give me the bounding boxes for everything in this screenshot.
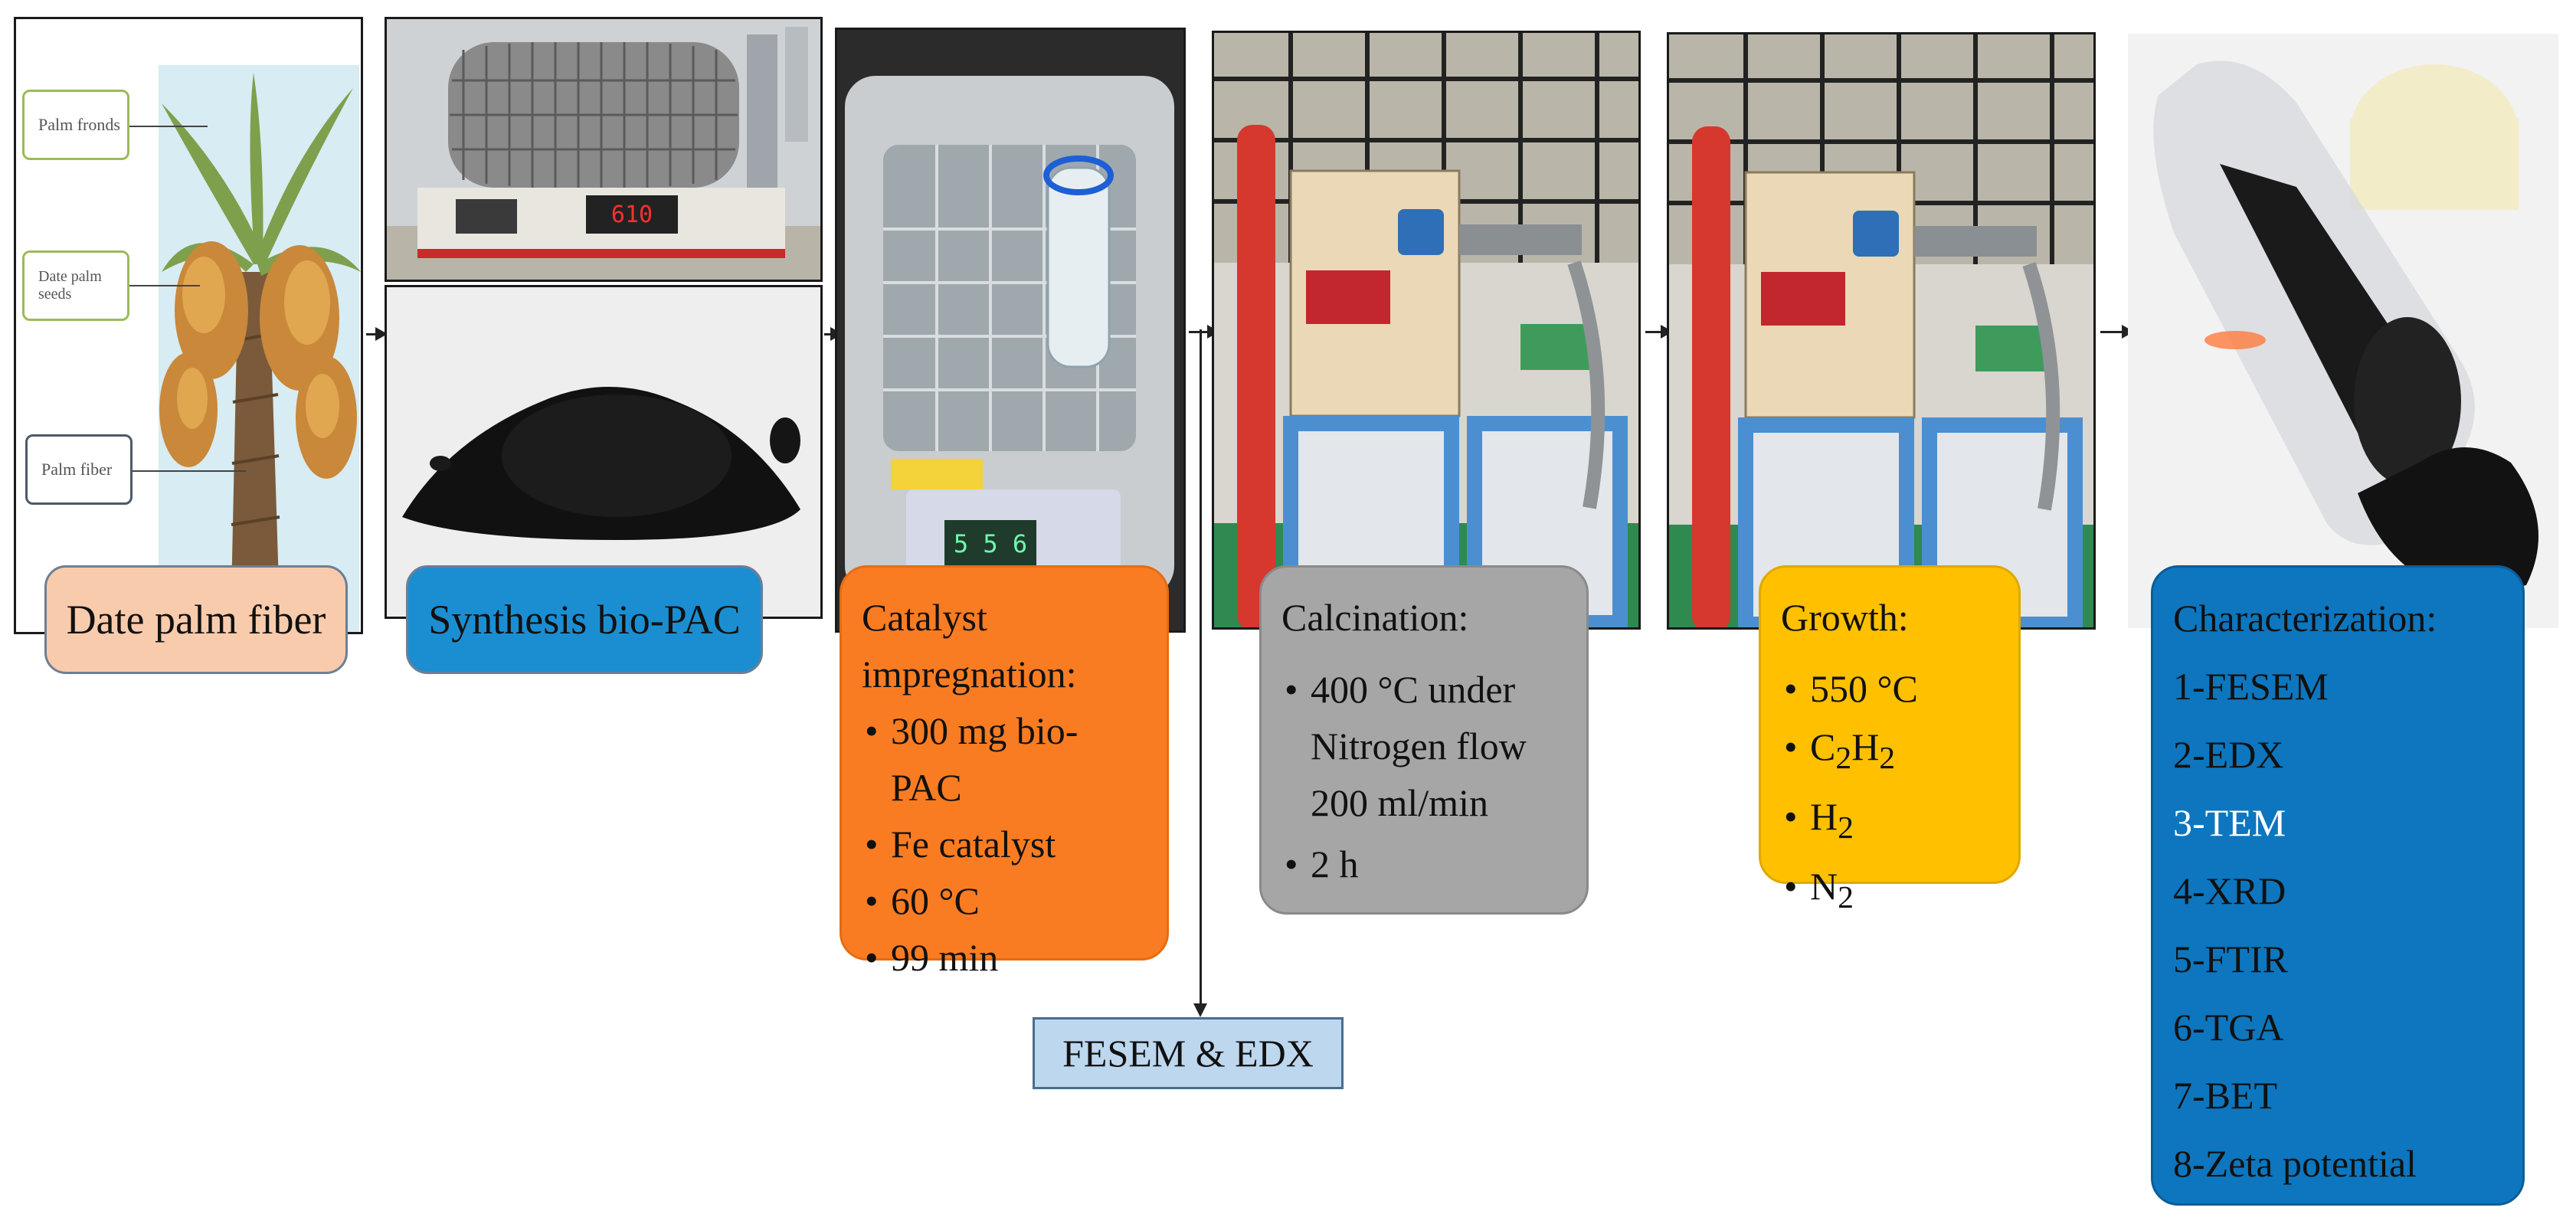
formula-subscript: 2 [1838, 810, 1854, 846]
arrow-catalyst-to-calcination [1189, 325, 1219, 339]
date-palm-fiber-label: Date palm fiber [44, 565, 348, 674]
ultrasonic-bath-photo: 5 5 6 [835, 28, 1186, 633]
growth-box: Growth: 550 °C C2H2 H2 N2 [1759, 565, 2021, 915]
characterization-title: Characterization: [2173, 597, 2437, 640]
catalyst-item: Fe catalyst [862, 816, 1147, 872]
calcination-temp-line2: Nitrogen flow [1311, 725, 1527, 767]
method-item: 6-TGA [2173, 1006, 2284, 1049]
furnace-display: 610 [611, 201, 653, 228]
calcination-furnace-illustration [1214, 33, 1638, 627]
fesem-edx-box: FESEM & EDX [1033, 1017, 1344, 1089]
synthesis-bio-pac-label: Synthesis bio-PAC [406, 565, 763, 674]
catalyst-item: 300 mg bio-PAC [862, 702, 1147, 816]
arrow-synthesis-to-catalyst [824, 327, 843, 341]
growth-furnace-illustration [1669, 34, 2093, 627]
growth-furnace-photo [1667, 32, 2096, 630]
tube-furnace-illustration: 610 [387, 19, 820, 280]
arrow-growth-to-characterization [2100, 325, 2134, 339]
catalyst-item: 99 min [862, 929, 1147, 986]
formula-part: C [1810, 725, 1836, 768]
formula-part: N [1810, 865, 1838, 908]
growth-conditions-list: 550 °C C2H2 H2 N2 [1781, 659, 1998, 927]
vial-with-black-powder [2128, 34, 2558, 628]
calcination-item-duration: 2 h [1281, 836, 1566, 892]
callout-palm-fiber: Palm fiber [25, 434, 133, 505]
method-item: 4-XRD [2173, 869, 2286, 912]
formula-subscript: 2 [1879, 741, 1896, 776]
method-item: 1-FESEM [2173, 665, 2329, 708]
calcination-title: Calcination: [1281, 596, 1469, 639]
calcination-box: Calcination: 400 °C under Nitrogen flow … [1259, 565, 1589, 915]
bath-display: 5 5 6 [954, 529, 1027, 558]
catalyst-item: 60 °C [862, 872, 1147, 929]
growth-item-nitrogen: N2 [1781, 857, 1998, 927]
characterization-methods: 1-FESEM 2-EDX 3-TEM 4-XRD 5-FTIR 6-TGA 7… [2173, 653, 2502, 1198]
method-item: 8-Zeta potential [2173, 1142, 2417, 1185]
calcination-conditions-list: 400 °C under Nitrogen flow 200 ml/min 2 … [1281, 661, 1566, 892]
characterization-box: Characterization: 1-FESEM 2-EDX 3-TEM 4-… [2151, 565, 2525, 1206]
callout-date-palm-seeds: Date palm seeds [22, 250, 129, 321]
calcination-item-temperature: 400 °C under Nitrogen flow 200 ml/min [1281, 661, 1566, 831]
calcination-temp-line1: 400 °C under [1311, 668, 1516, 711]
bio-pac-powder-photo [385, 285, 823, 619]
calcination-furnace-photo [1212, 31, 1641, 630]
black-powder-pile [387, 287, 820, 617]
method-item: 5-FTIR [2173, 938, 2288, 980]
method-item: 3-TEM [2173, 801, 2286, 844]
date-palm-tree-illustration [129, 65, 361, 632]
growth-item-acetylene: C2H2 [1781, 718, 1998, 787]
cnt-vial-photo [2128, 34, 2558, 628]
formula-subscript: 2 [1835, 741, 1852, 776]
catalyst-title-line2: impregnation: [862, 653, 1077, 695]
catalyst-impregnation-box: Catalyst impregnation: 300 mg bio-PAC Fe… [840, 565, 1169, 986]
growth-title: Growth: [1781, 596, 1909, 639]
calcination-temp-line3: 200 ml/min [1311, 781, 1488, 824]
arrow-palm-to-synthesis [366, 327, 388, 341]
arrow-branch-to-fesem [1200, 329, 1202, 1003]
date-palm-photo: Palm fronds Date palm seeds Palm fiber [14, 17, 363, 634]
tube-furnace-photo: 610 [385, 17, 823, 282]
method-item: 7-BET [2173, 1074, 2278, 1117]
ultrasonic-bath-illustration: 5 5 6 [837, 30, 1183, 630]
catalyst-conditions-list: 300 mg bio-PAC Fe catalyst 60 °C 99 min [862, 702, 1147, 986]
method-item: 2-EDX [2173, 733, 2284, 776]
callout-palm-fronds: Palm fronds [22, 90, 129, 160]
formula-subscript: 2 [1838, 880, 1854, 915]
formula-part: H [1851, 725, 1880, 768]
growth-item-temperature: 550 °C [1781, 659, 1998, 718]
arrow-calcination-to-growth [1645, 325, 1673, 339]
growth-item-hydrogen: H2 [1781, 787, 1998, 857]
catalyst-title-line1: Catalyst [862, 596, 987, 639]
formula-part: H [1810, 795, 1838, 838]
arrow-branch-head [1193, 1003, 1207, 1017]
